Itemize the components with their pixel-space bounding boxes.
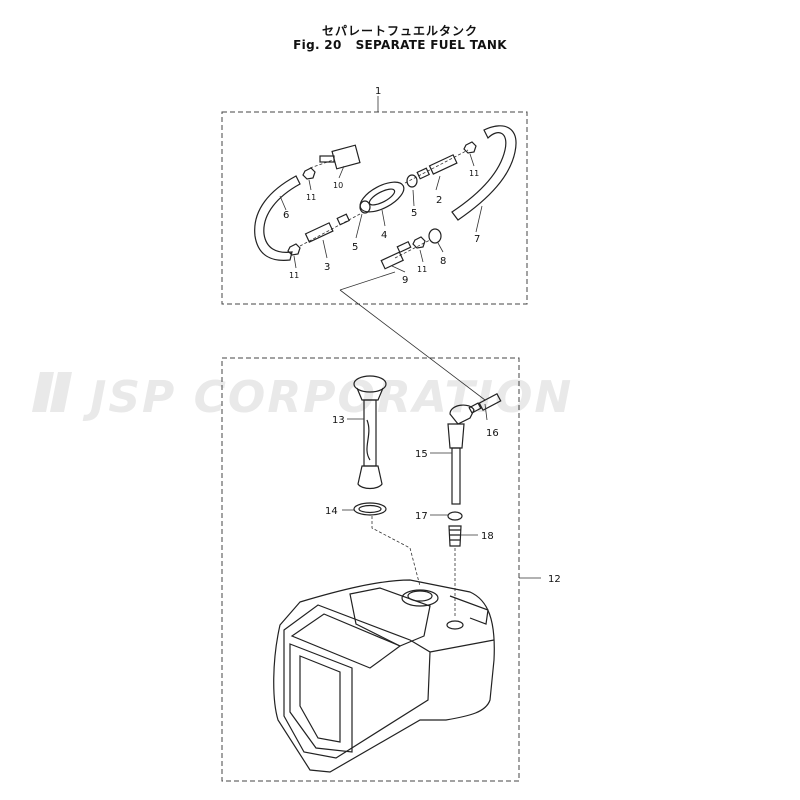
callout-12: 12: [548, 574, 561, 585]
callout-15: 15: [415, 449, 428, 460]
assembly-line-connector: [309, 159, 334, 169]
clamp-5a: [359, 200, 371, 214]
leader-lines: [279, 96, 541, 579]
fitting-3: [304, 213, 351, 243]
callout-10: 10: [333, 181, 343, 190]
callout-6: 6: [283, 210, 289, 221]
fuel-line-assembly-box: [221, 111, 528, 305]
assembly-line-left: [299, 213, 361, 247]
callout-2: 2: [436, 195, 442, 206]
callout-14: 14: [325, 506, 338, 517]
callout-11b: 11: [306, 193, 316, 202]
callout-11c: 11: [469, 169, 479, 178]
fitting-9: [380, 240, 412, 270]
callout-7: 7: [474, 234, 480, 245]
figure-title-english: Fig. 20 SEPARATE FUEL TANK: [0, 38, 800, 52]
outlet-elbow-15: [447, 404, 475, 505]
fuel-line-parts: [254, 125, 517, 270]
connector-10: [319, 144, 361, 170]
callout-1: 1: [375, 86, 381, 97]
callout-16: 16: [486, 428, 499, 439]
hose-7: [451, 125, 517, 221]
watermark: JSP CORPORATION: [32, 372, 571, 423]
nut-11b: [302, 167, 316, 180]
hose-6: [254, 175, 301, 261]
nut-11d: [412, 236, 426, 249]
fuel-tank-body-12: [273, 579, 495, 773]
fuel-gauge-13: [353, 375, 387, 490]
fuel-tank-parts: [273, 375, 502, 773]
fuel-tank-assembly-box: [221, 357, 520, 782]
gauge-assembly-line: [371, 516, 421, 587]
connection-line-9-16: [339, 271, 486, 401]
fitting-8: [428, 228, 442, 244]
callout-11a: 11: [289, 271, 299, 280]
callout-3: 3: [324, 262, 330, 273]
callout-5a: 5: [352, 242, 358, 253]
washer-17: [447, 511, 463, 521]
callout-9: 9: [402, 275, 408, 286]
clamp-5b: [406, 174, 418, 188]
fitting-2: [416, 154, 458, 180]
o-ring-14: [353, 502, 387, 516]
assembly-line-right: [404, 149, 469, 184]
nut-11a: [287, 243, 301, 256]
callout-13: 13: [332, 415, 345, 426]
callout-8: 8: [440, 256, 446, 267]
callout-17: 17: [415, 511, 428, 522]
callout-5b: 5: [411, 208, 417, 219]
callout-11d: 11: [417, 265, 427, 274]
figure-number: Fig. 20: [293, 38, 342, 52]
strainer-18: [448, 525, 462, 547]
callout-labels: 1 2 3 4 5 5 6 7 8 9 10 11 11 11 11 12 13…: [283, 86, 561, 585]
figure-name: SEPARATE FUEL TANK: [355, 38, 507, 52]
callout-18: 18: [481, 531, 494, 542]
quick-fitting-16: [468, 392, 502, 414]
jsp-logo-mark: [32, 372, 72, 412]
nut-11c: [463, 141, 477, 154]
callout-4: 4: [381, 230, 387, 241]
figure-title-japanese: セパレートフュエルタンク: [321, 24, 478, 38]
